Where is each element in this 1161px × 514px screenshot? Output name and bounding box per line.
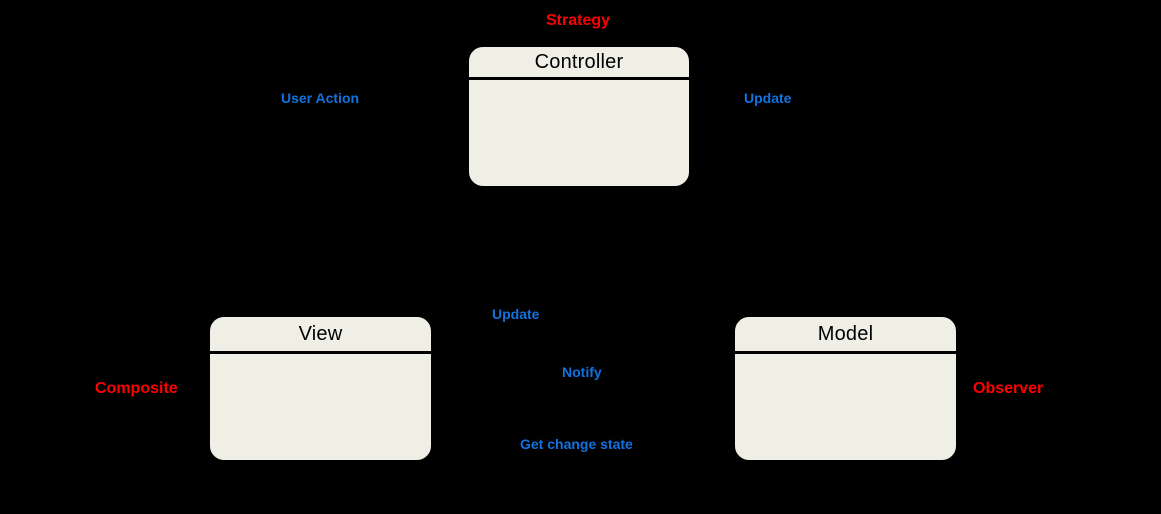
controller-box-body bbox=[469, 80, 689, 186]
model-box: Model bbox=[733, 315, 958, 462]
view-box: View bbox=[208, 315, 433, 462]
pattern-label-strategy: Strategy bbox=[546, 12, 611, 29]
controller-box: Controller bbox=[467, 45, 691, 188]
model-box-body bbox=[735, 354, 956, 460]
view-box-title: View bbox=[210, 317, 431, 354]
edge-label-notify: Notify bbox=[562, 364, 602, 380]
pattern-label-composite: Composite bbox=[95, 380, 178, 397]
controller-box-title: Controller bbox=[469, 47, 689, 80]
model-box-title: Model bbox=[735, 317, 956, 354]
view-box-body bbox=[210, 354, 431, 460]
pattern-label-observer: Observer bbox=[973, 380, 1044, 397]
edge-label-get-change-state: Get change state bbox=[520, 436, 633, 452]
edge-label-user-action: User Action bbox=[281, 90, 360, 106]
edge-label-update-model-view: Update bbox=[492, 306, 540, 322]
edge-label-update-controller-model: Update bbox=[744, 90, 792, 106]
